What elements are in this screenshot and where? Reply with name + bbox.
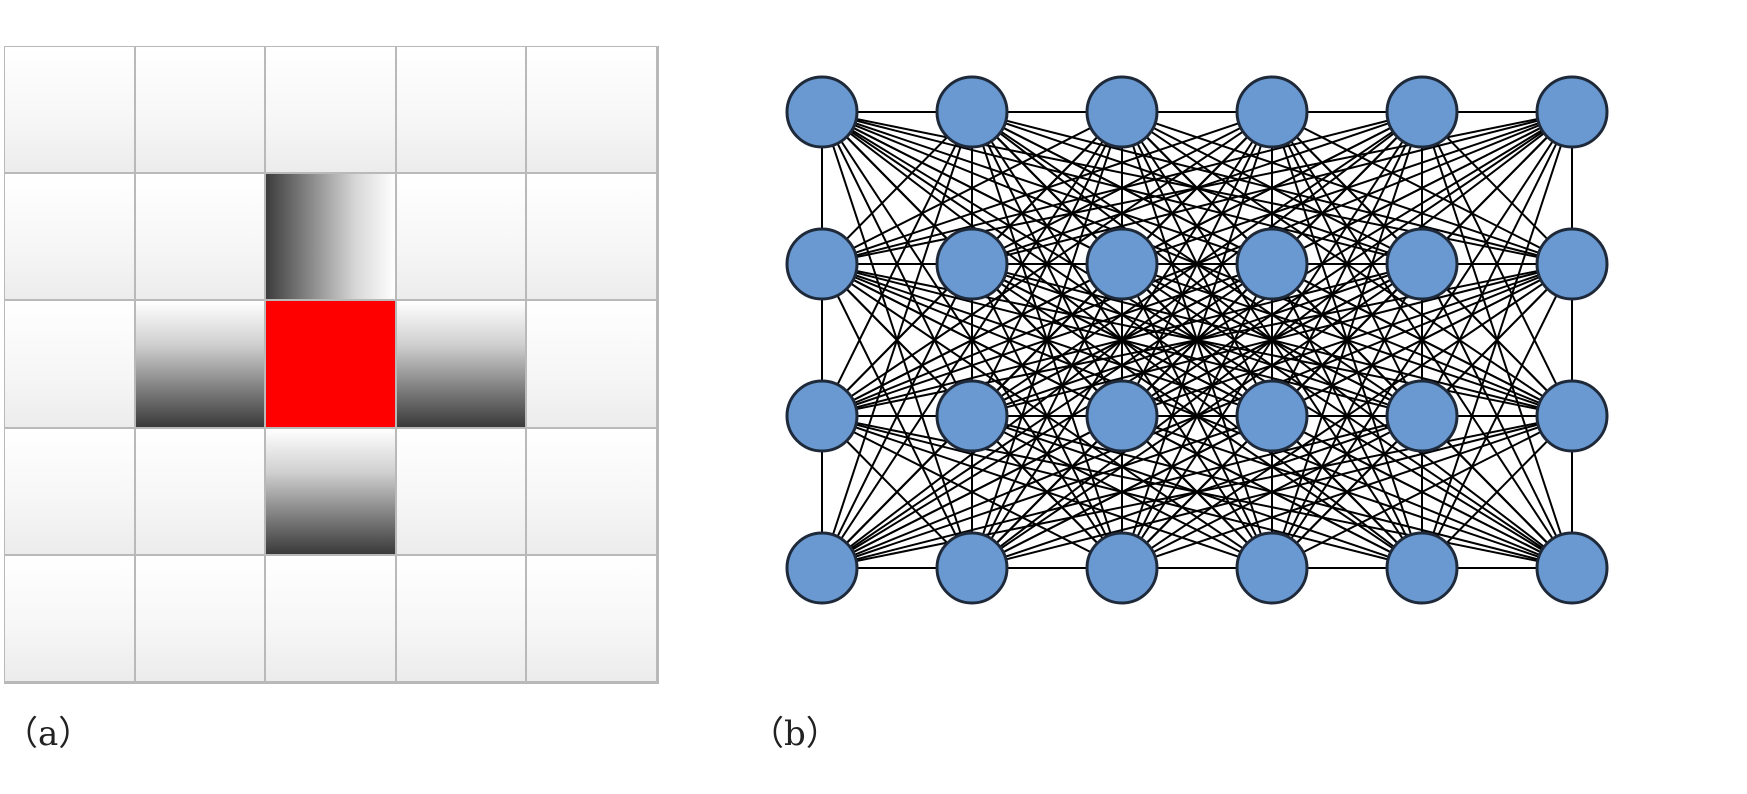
node [1535,531,1609,605]
node [785,75,859,149]
node [1235,227,1309,301]
node [1385,227,1459,301]
grid-cell [265,46,396,174]
node [935,75,1009,149]
grid-cell [395,173,527,301]
edge [821,263,1123,417]
fully-connected-network [785,75,1609,605]
grid-cell [4,427,135,555]
edges [821,111,1573,569]
grid-cell [395,427,527,555]
node [1235,379,1309,453]
node [1535,379,1609,453]
neighborhood-grid [4,46,659,684]
edge [1121,263,1573,417]
node [935,227,1009,301]
edge [821,111,1423,265]
node [1535,227,1609,301]
edge [971,263,1573,417]
grid-cell [4,300,135,428]
node [1385,379,1459,453]
node [1235,75,1309,149]
caption-b: （b） [750,714,840,754]
neighbor-cell [265,427,396,555]
edge [821,111,1123,265]
grid-cell [526,427,657,555]
neighbor-cell [134,300,266,428]
node [785,531,859,605]
node [785,379,859,453]
edge [971,111,1573,265]
grid-cell [4,173,135,301]
grid-cell [526,300,657,428]
node [1385,75,1459,149]
caption-a: （a） [4,714,93,754]
neighbor-cell [395,300,527,428]
edge [1121,415,1573,569]
node [935,379,1009,453]
grid-cell [265,554,396,682]
edge [821,415,1423,569]
node [1085,379,1159,453]
center-cell [265,300,396,428]
edge [1271,415,1573,569]
node [1385,531,1459,605]
grid-cell [395,46,527,174]
node [1085,75,1159,149]
grid-cell [134,554,266,682]
node [1535,75,1609,149]
edge [821,415,1123,569]
nodes [785,75,1609,605]
grid-cell [134,427,266,555]
node [1085,531,1159,605]
grid-cell [134,173,266,301]
edge [1121,111,1573,265]
grid-cell [526,46,657,174]
edge [821,263,1423,417]
grid-cell [395,554,527,682]
neighbor-cell [265,173,396,301]
grid-cell [4,46,135,174]
edge [821,415,1273,569]
grid-cell [134,46,266,174]
grid-cell [526,554,657,682]
grid-cell [4,554,135,682]
edge [821,263,1273,417]
edge [821,111,1273,265]
grid-cell [526,173,657,301]
node [785,227,859,301]
node [1235,531,1309,605]
edge [971,415,1573,569]
node [935,531,1009,605]
node [1085,227,1159,301]
